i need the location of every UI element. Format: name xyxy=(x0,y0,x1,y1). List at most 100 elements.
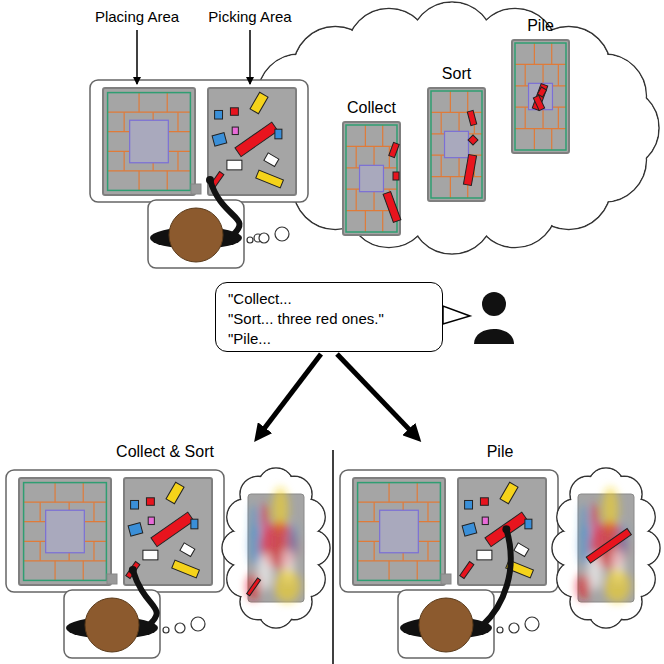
brick-line xyxy=(389,146,390,167)
brick-line xyxy=(177,151,178,171)
speaker-head xyxy=(482,292,506,316)
blurred-scene xyxy=(246,487,300,603)
board-frame xyxy=(24,483,107,581)
scene-panel: Pile xyxy=(336,442,664,664)
panel-heading: Collect xyxy=(335,98,408,118)
brick-line xyxy=(365,125,366,146)
brick-line xyxy=(525,107,526,128)
block xyxy=(532,84,547,111)
brick-line xyxy=(551,129,552,150)
placing-board xyxy=(103,88,195,195)
brick-line xyxy=(458,155,459,176)
brick-line xyxy=(542,64,543,85)
brick-line xyxy=(373,189,374,210)
brick-line xyxy=(83,561,84,581)
head xyxy=(169,208,223,262)
brick-line xyxy=(427,502,428,522)
area-label: Picking Area xyxy=(208,8,291,26)
leader-arrow xyxy=(136,30,138,84)
thought-dot xyxy=(275,227,289,241)
gripper xyxy=(206,176,214,184)
block xyxy=(180,543,195,557)
block xyxy=(477,550,492,560)
placing-board xyxy=(353,478,445,585)
arm xyxy=(482,529,511,626)
brick-line xyxy=(356,189,357,210)
placing-board xyxy=(19,478,111,585)
speech-tail xyxy=(443,306,470,324)
target-square xyxy=(46,510,85,553)
block xyxy=(146,498,154,505)
head xyxy=(85,598,139,652)
brick-line xyxy=(450,91,451,112)
brick-line xyxy=(374,502,375,522)
block xyxy=(250,92,268,114)
block xyxy=(514,543,529,557)
board-frame xyxy=(108,93,191,191)
operator-frame xyxy=(398,590,494,658)
picking-board xyxy=(458,478,546,585)
brick-line xyxy=(365,211,366,232)
block xyxy=(232,127,238,134)
block xyxy=(533,95,544,110)
brick-line xyxy=(167,171,168,191)
subgoal-panel: Pile xyxy=(504,16,577,156)
thought-dot xyxy=(191,617,205,631)
brick-line xyxy=(388,483,389,503)
brick-line xyxy=(558,107,559,128)
target-square xyxy=(529,83,553,109)
brick-line xyxy=(558,64,559,85)
blurred-block xyxy=(576,574,590,601)
panel-heading: Pile xyxy=(504,16,577,36)
panel-heading: Sort xyxy=(420,64,493,84)
brick-line xyxy=(54,483,55,503)
picking-board xyxy=(208,88,296,195)
block xyxy=(128,523,143,537)
block xyxy=(151,512,194,546)
home-square xyxy=(191,184,201,194)
brick-line xyxy=(167,93,168,113)
brick-line xyxy=(427,541,428,561)
blurred-block xyxy=(604,569,631,603)
brick-line xyxy=(93,502,94,522)
brick-line xyxy=(467,91,468,112)
block xyxy=(227,160,242,170)
thought-dot xyxy=(163,627,169,633)
flow-arrow xyxy=(337,354,412,432)
brick-line xyxy=(417,561,418,581)
board-frame xyxy=(431,91,482,198)
block xyxy=(264,153,279,167)
block xyxy=(275,129,282,139)
brick-line xyxy=(54,561,55,581)
block xyxy=(460,561,474,578)
cloud-fill xyxy=(240,486,312,610)
block xyxy=(256,170,284,188)
block xyxy=(383,192,401,223)
brick-line xyxy=(525,64,526,85)
cloud-fill xyxy=(570,486,642,610)
block xyxy=(389,142,399,157)
block xyxy=(148,517,154,524)
home-square xyxy=(107,574,117,584)
scene-panel: Collect & Sort xyxy=(0,442,330,664)
brick-line xyxy=(382,125,383,146)
blurred-scene xyxy=(576,487,630,603)
thought-dot xyxy=(525,617,539,631)
placing-board xyxy=(343,122,400,235)
brick-line xyxy=(441,155,442,176)
area-label: Placing Area xyxy=(95,8,179,26)
block xyxy=(463,155,476,186)
head xyxy=(419,598,473,652)
panel-heading: Pile xyxy=(336,442,664,462)
thought-dot xyxy=(509,623,519,633)
brick-line xyxy=(374,541,375,561)
utterance-line: "Collect... xyxy=(228,289,430,309)
target-square xyxy=(445,131,469,157)
brick-line xyxy=(542,107,543,128)
subgoal-panel: Sort xyxy=(420,64,493,204)
blurred-block xyxy=(246,574,260,601)
brick-line xyxy=(93,541,94,561)
target-square xyxy=(130,120,169,163)
